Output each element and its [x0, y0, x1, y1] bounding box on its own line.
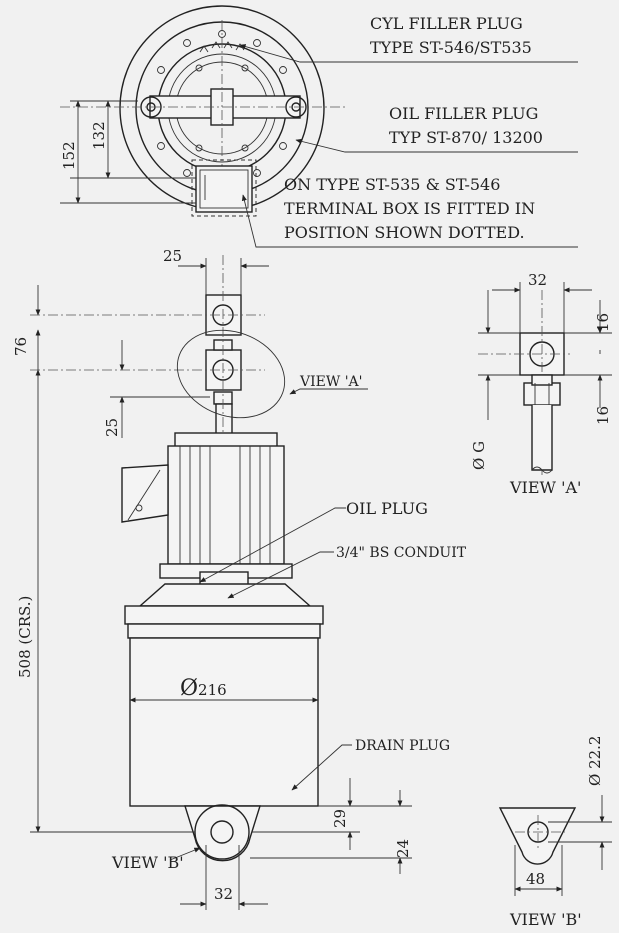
top-leaders — [239, 44, 578, 248]
label-conduit: 3/4" BS CONDUIT — [336, 545, 467, 561]
dim-132: 132 — [90, 121, 108, 150]
label-view-b-reference: VIEW 'B' — [111, 853, 184, 872]
side-dimensions: 25 76 25 508 (CRS.) Ø216 29 24 32 — [12, 247, 412, 910]
label-note-line2: TERMINAL BOX IS FITTED IN — [284, 199, 535, 218]
dim-25-left: 25 — [103, 418, 121, 437]
dim-48: 48 — [526, 870, 545, 888]
dim-dia-g: Ø G — [470, 441, 488, 470]
dim-dia-216: Ø216 — [180, 676, 227, 701]
side-elevation — [30, 255, 324, 862]
label-drain-plug: DRAIN PLUG — [355, 738, 450, 754]
label-oil-filler-plug-line1: OIL FILLER PLUG — [389, 104, 538, 123]
top-plan-view — [60, 5, 345, 217]
view-a-detail: 32 16 16 Ø G VIEW 'A' — [470, 271, 612, 497]
view-b-detail: Ø 22.2 48 VIEW 'B' — [498, 736, 612, 929]
dim-32-bottom: 32 — [214, 885, 233, 903]
label-note-line1: ON TYPE ST-535 & ST-546 — [284, 175, 500, 194]
label-view-a-reference: VIEW 'A' — [299, 374, 363, 390]
side-labels: VIEW 'A' OIL PLUG 3/4" BS CONDUIT DRAIN … — [111, 374, 467, 872]
dim-24: 24 — [394, 839, 412, 858]
top-labels: CYL FILLER PLUG TYPE ST-546/ST535 OIL FI… — [284, 14, 543, 242]
dim-16-b: 16 — [594, 406, 612, 425]
label-note-line3: POSITION SHOWN DOTTED. — [284, 223, 525, 242]
dim-32-view-a: 32 — [528, 271, 547, 289]
view-b-title: VIEW 'B' — [509, 910, 582, 929]
dim-76: 76 — [12, 337, 30, 356]
dim-dia-22-2: Ø 22.2 — [586, 736, 604, 786]
label-cyl-filler-plug-line1: CYL FILLER PLUG — [370, 14, 523, 33]
label-oil-filler-plug-line2: TYP ST-870/ 13200 — [389, 128, 543, 147]
label-cyl-filler-plug-line2: TYPE ST-546/ST535 — [370, 38, 532, 57]
view-a-title: VIEW 'A' — [509, 478, 581, 497]
label-oil-plug: OIL PLUG — [346, 499, 428, 518]
dim-508-crs: 508 (CRS.) — [16, 596, 34, 678]
dim-29: 29 — [331, 809, 349, 828]
motor-fins — [179, 446, 271, 564]
side-leaders — [169, 388, 368, 861]
top-dimensions: 132 152 — [60, 100, 196, 204]
dim-152: 152 — [60, 141, 78, 170]
dim-25-top: 25 — [163, 247, 182, 265]
dim-16-a: 16 — [594, 313, 612, 332]
